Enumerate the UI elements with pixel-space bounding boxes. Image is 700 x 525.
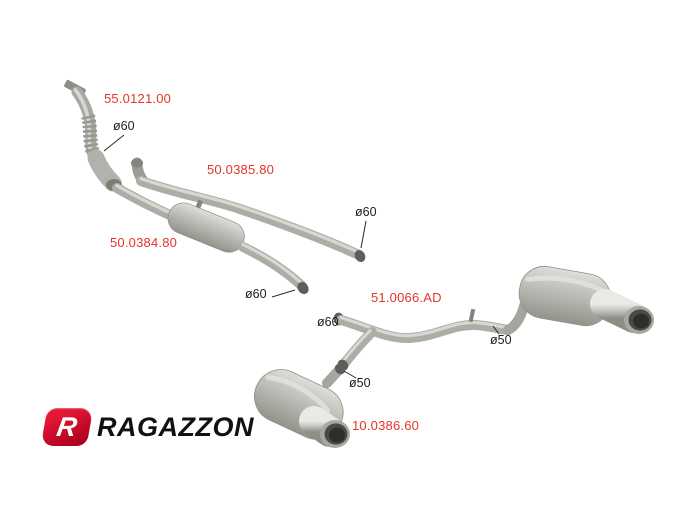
part-number-front-pipe: 50.0384.80 [110,235,178,250]
right-muffler-part [503,265,654,335]
center-pipe-part [131,157,366,262]
leader-lines [103,134,500,379]
leader-front-pipe [271,289,296,298]
leader-downpipe [103,134,125,152]
ragazzon-logo: R RAGAZZON [40,408,254,446]
downpipe-part [64,80,122,192]
leader-center-pipe [360,220,367,249]
diameter-label-center-pipe: ø60 [355,205,377,219]
diameter-label-y-right-outlet: ø50 [490,333,512,347]
y-pipe-part [333,308,513,371]
left-muffler-part [254,363,350,448]
ragazzon-logo-mark: R [40,408,94,446]
diameter-label-front-pipe: ø60 [245,287,267,301]
ragazzon-wordmark: RAGAZZON [97,411,254,442]
part-number-downpipe: 55.0121.00 [104,91,172,106]
part-number-mufflers: 10.0386.60 [352,418,420,433]
logo-letter: R [54,411,80,442]
leader-y-left-outlet [343,370,357,379]
diameter-label-y-left-outlet: ø50 [349,376,371,390]
leader-y-inlet [333,320,339,326]
part-number-center-pipe: 50.0385.80 [207,162,275,177]
part-number-y-pipe: 51.0066.AD [371,290,442,305]
diameter-label-y-inlet: ø60 [317,315,339,329]
diameter-label-downpipe: ø60 [113,119,135,133]
leader-y-right-outlet [492,325,500,335]
front-pipe-resonator-part [112,183,309,295]
